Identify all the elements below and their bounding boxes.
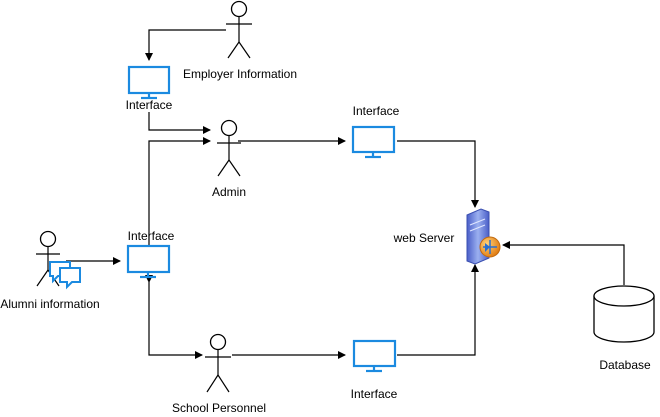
interface-employer-label: Interface xyxy=(126,98,173,112)
person-icon xyxy=(217,119,241,177)
alumni-actor[interactable]: Alumni information xyxy=(0,230,100,312)
edge-interface-school-personnel xyxy=(145,275,203,359)
interface-school-label: Interface xyxy=(351,387,398,401)
monitor-icon xyxy=(351,125,396,159)
server-icon xyxy=(466,208,501,265)
web-server-node[interactable]: web Server xyxy=(393,208,501,265)
admin-label: Admin xyxy=(212,185,246,199)
employer-actor[interactable]: Employer Information xyxy=(183,0,297,82)
database-node[interactable]: Database xyxy=(593,285,655,372)
employer-label: Employer Information xyxy=(183,67,297,81)
interface-admin-label: Interface xyxy=(353,104,400,118)
database-cylinder-icon xyxy=(593,285,655,343)
school-personnel-label: School Personnel xyxy=(172,401,266,415)
edge-interface-to-admin xyxy=(148,112,211,134)
monitor-icon xyxy=(126,244,171,279)
edge-interface-to-webserver xyxy=(397,140,479,208)
edge-school-interface-to-webserver xyxy=(397,264,479,356)
person-with-chat-icon xyxy=(36,230,81,290)
database-label: Database xyxy=(599,358,651,372)
edge-database-to-webserver xyxy=(502,241,625,285)
edge-alumni-interface-to-admin xyxy=(148,137,211,245)
monitor-icon xyxy=(127,65,171,100)
person-icon xyxy=(226,0,252,59)
interface-alumni-node[interactable]: Interface xyxy=(126,229,175,279)
edge-employer-to-interface xyxy=(145,29,226,61)
interface-employer-node[interactable]: Interface xyxy=(126,65,173,112)
person-icon xyxy=(205,333,231,393)
alumni-label: Alumni information xyxy=(0,297,99,311)
monitor-icon xyxy=(352,339,397,373)
interface-admin-node[interactable]: Interface xyxy=(351,104,400,159)
web-server-label: web Server xyxy=(393,231,455,245)
interface-alumni-label: Interface xyxy=(128,229,175,243)
admin-actor[interactable]: Admin xyxy=(212,119,246,200)
school-personnel-actor[interactable]: School Personnel xyxy=(172,333,266,416)
interface-school-node[interactable]: Interface xyxy=(351,339,398,401)
edges xyxy=(66,29,625,359)
